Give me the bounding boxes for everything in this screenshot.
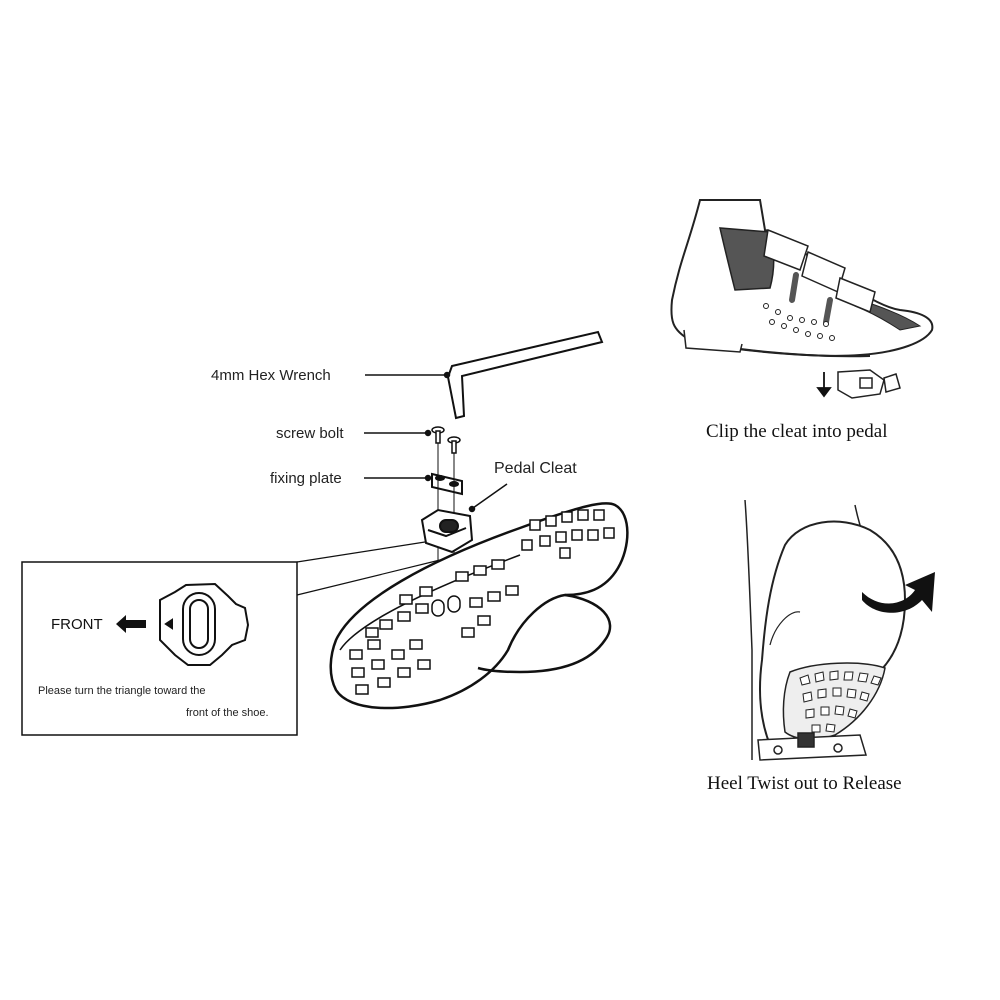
leader-lines [364, 371, 508, 513]
front-label: FRONT [51, 616, 103, 633]
fixing-plate [431, 472, 463, 496]
screw-bolts [431, 426, 461, 454]
inset-callout-lines [296, 541, 441, 596]
clip-in-illustration [670, 199, 934, 399]
hex-wrench [446, 330, 604, 420]
twist-arrow-icon [862, 572, 935, 613]
inset-box [21, 561, 298, 736]
fixing-plate-label: fixing plate [270, 470, 342, 487]
inset-cleat [159, 582, 250, 666]
front-arrow-icon [116, 615, 146, 633]
pedal-cleat-label: Pedal Cleat [494, 460, 577, 477]
screw-bolt-label: screw bolt [276, 425, 344, 442]
release-illustration [744, 499, 935, 761]
release-caption: Heel Twist out to Release [707, 773, 902, 794]
inset-note-line1: Please turn the triangle toward the [38, 685, 206, 697]
sole-cleat-slots [431, 595, 461, 617]
clip-in-caption: Clip the cleat into pedal [706, 421, 888, 442]
sole-lugs [349, 509, 615, 695]
pedal-cleat [420, 508, 474, 554]
inset-note-line2: front of the shoe. [186, 707, 269, 719]
down-arrow-icon [816, 372, 832, 398]
hex-wrench-label: 4mm Hex Wrench [211, 367, 331, 384]
